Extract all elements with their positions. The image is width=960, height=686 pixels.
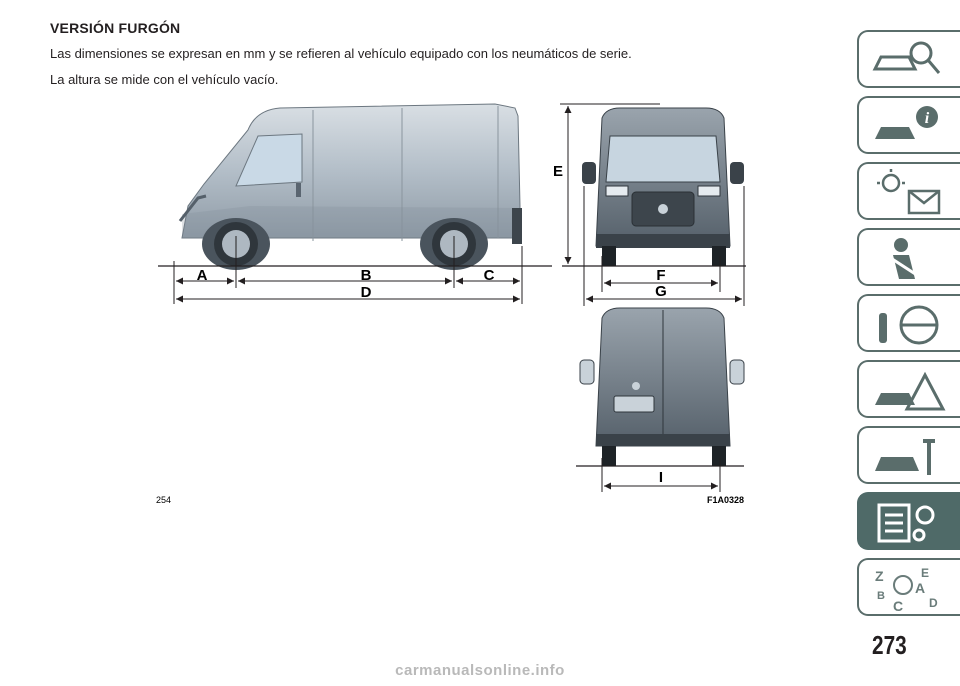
car-search-icon — [872, 41, 941, 74]
warning-lights-icon — [877, 169, 941, 215]
tab-car-info[interactable]: i — [857, 96, 960, 154]
dimension-label-e: E — [553, 163, 563, 180]
paragraph-height: La altura se mide con el vehículo vacío. — [50, 72, 279, 87]
tab-technical-specs[interactable] — [857, 492, 960, 550]
tab-warning-lights[interactable] — [857, 162, 960, 220]
svg-text:Z: Z — [875, 568, 884, 584]
tab-steering-key[interactable] — [857, 294, 960, 352]
tab-car-emergency[interactable] — [857, 360, 960, 418]
technical-specs-icon — [877, 503, 935, 543]
alphabetical-index-icon: Z EA B D C — [875, 566, 938, 614]
car-emergency-icon — [875, 371, 946, 411]
figure-number: 254 — [156, 495, 171, 505]
page-number: 273 — [872, 630, 907, 660]
dimension-label-g: G — [655, 283, 667, 300]
svg-text:A: A — [915, 580, 925, 596]
van-dimensions-figure: A B C D E F G I 254 F1 — [156, 103, 746, 505]
steering-key-icon — [879, 305, 939, 345]
airbag-safety-icon — [882, 238, 924, 281]
dimension-label-a: A — [197, 267, 208, 284]
dimension-label-i: I — [659, 469, 663, 486]
dimension-label-d: D — [361, 284, 372, 301]
dimension-label-c: C — [484, 267, 495, 284]
section-heading: VERSIÓN FURGÓN — [50, 20, 181, 36]
dimension-label-f: F — [656, 267, 665, 284]
svg-text:D: D — [929, 596, 938, 610]
front-view-van — [582, 107, 744, 266]
dimension-label-b: B — [361, 267, 372, 284]
tab-car-search[interactable] — [857, 30, 960, 88]
tab-car-maintenance[interactable] — [857, 426, 960, 484]
figure-code: F1A0328 — [707, 495, 744, 505]
side-view-van — [178, 103, 522, 270]
svg-text:B: B — [877, 590, 885, 602]
tab-airbag-safety[interactable] — [857, 228, 960, 286]
car-maintenance-icon — [875, 439, 935, 475]
paragraph-dimensions: Las dimensiones se expresan en mm y se r… — [50, 46, 632, 61]
rear-view-van — [579, 307, 745, 466]
car-info-icon: i — [875, 106, 938, 139]
svg-text:C: C — [893, 598, 903, 614]
svg-text:i: i — [925, 110, 930, 127]
watermark: carmanualsonline.info — [395, 662, 565, 679]
svg-text:E: E — [921, 566, 929, 580]
